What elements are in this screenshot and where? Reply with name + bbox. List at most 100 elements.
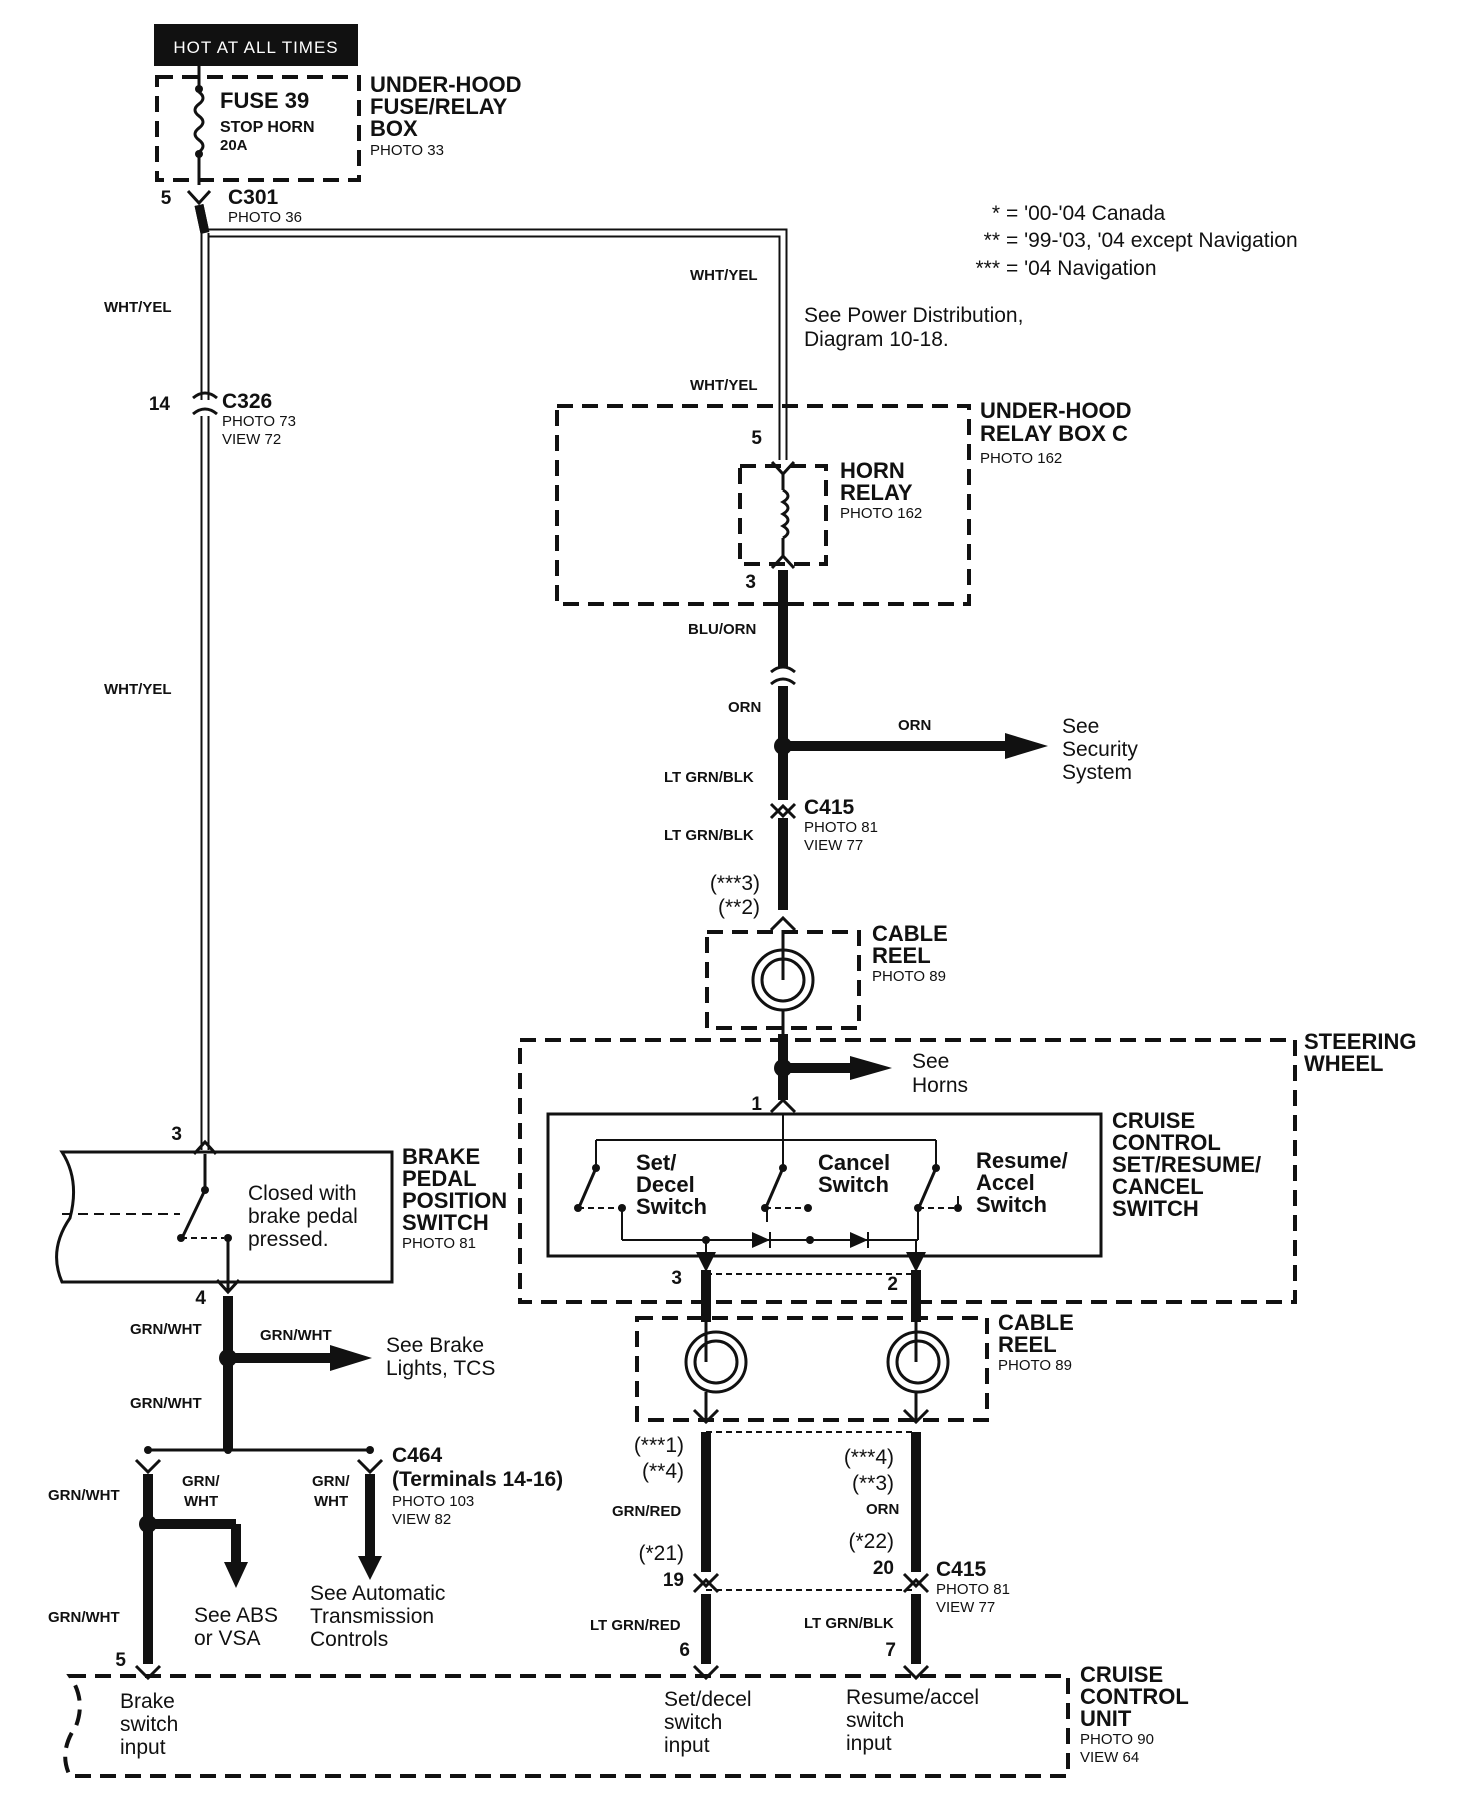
svg-text:C464: C464: [392, 1444, 443, 1467]
svg-text:(***1): (***1): [634, 1434, 684, 1457]
svg-text:CANCEL: CANCEL: [1112, 1174, 1204, 1199]
svg-text:Lights, TCS: Lights, TCS: [386, 1357, 495, 1380]
svg-text:C415: C415: [936, 1558, 987, 1581]
svg-text:2: 2: [887, 1274, 898, 1295]
steering-wheel: STEERING WHEEL See Horns 1: [518, 1029, 1416, 1304]
svg-text:Set/decel: Set/decel: [664, 1688, 752, 1711]
svg-text:switch: switch: [664, 1711, 722, 1734]
svg-text:PHOTO 33: PHOTO 33: [370, 142, 444, 159]
svg-text:Controls: Controls: [310, 1628, 388, 1651]
svg-text:GRN/WHT: GRN/WHT: [48, 1609, 120, 1626]
svg-text:LT GRN/RED: LT GRN/RED: [590, 1617, 681, 1634]
svg-text:input: input: [846, 1732, 892, 1755]
svg-text:(**2): (**2): [718, 896, 760, 919]
svg-text:See: See: [1062, 715, 1099, 738]
svg-text:C301: C301: [228, 186, 279, 209]
svg-text:See: See: [912, 1050, 949, 1073]
svg-text:PHOTO 89: PHOTO 89: [998, 1357, 1072, 1374]
svg-text:WHT: WHT: [184, 1493, 218, 1510]
svg-text:WHT/YEL: WHT/YEL: [104, 681, 172, 698]
svg-text:CRUISE: CRUISE: [1112, 1108, 1195, 1133]
svg-text:STOP HORN: STOP HORN: [220, 119, 315, 136]
svg-text:C415: C415: [804, 796, 855, 819]
svg-text:Security: Security: [1062, 738, 1138, 761]
svg-text:Resume/accel: Resume/accel: [846, 1686, 979, 1709]
svg-text:Transmission: Transmission: [310, 1605, 434, 1628]
svg-text:RELAY BOX C: RELAY BOX C: [980, 421, 1128, 446]
svg-text:ORN: ORN: [866, 1501, 899, 1518]
svg-text:3: 3: [745, 572, 756, 593]
hot-at-all-times-label: HOT AT ALL TIMES: [154, 24, 358, 66]
svg-text:3: 3: [171, 1124, 182, 1145]
cruise-control-set-resume-cancel-switch: CRUISE CONTROL SET/RESUME/ CANCEL SWITCH: [546, 1108, 1261, 1295]
svg-text:C326: C326: [222, 390, 272, 413]
svg-text:input: input: [120, 1736, 166, 1759]
svg-text:Cancel: Cancel: [818, 1150, 890, 1175]
svg-text:VIEW 82: VIEW 82: [392, 1511, 451, 1528]
connector-c415-lower: (*21) 19 (*22) 20 C415 PHOTO 81 VIEW 77 …: [590, 1530, 1010, 1664]
svg-text:4: 4: [195, 1288, 206, 1309]
svg-text:SET/RESUME/: SET/RESUME/: [1112, 1152, 1261, 1177]
svg-text:Horns: Horns: [912, 1074, 968, 1097]
fuse-icon: [193, 90, 205, 154]
svg-text:(Terminals 14-16): (Terminals 14-16): [392, 1468, 563, 1491]
svg-text:SWITCH: SWITCH: [402, 1210, 489, 1235]
svg-text:Decel: Decel: [636, 1172, 695, 1197]
svg-text:*: *: [992, 202, 1000, 225]
relay-coil-icon: [780, 488, 790, 540]
svg-text:Switch: Switch: [976, 1192, 1047, 1217]
svg-text:3: 3: [671, 1268, 682, 1289]
svg-text:14: 14: [149, 394, 171, 415]
svg-text:REEL: REEL: [872, 943, 931, 968]
svg-text:PHOTO 81: PHOTO 81: [804, 819, 878, 836]
svg-text:Closed with: Closed with: [248, 1182, 357, 1205]
svg-text:PEDAL: PEDAL: [402, 1166, 477, 1191]
svg-text:RELAY: RELAY: [840, 480, 913, 505]
svg-text:(*21): (*21): [638, 1542, 684, 1565]
cable-reel-coil-icon: [684, 1330, 748, 1394]
connector-c415-upper: C415 PHOTO 81 VIEW 77 LT GRN/BLK (***3) …: [664, 796, 878, 919]
svg-text:ORN: ORN: [898, 717, 931, 734]
svg-text:20A: 20A: [220, 137, 248, 154]
svg-text:WHT/YEL: WHT/YEL: [690, 377, 758, 394]
svg-text:(***4): (***4): [844, 1446, 894, 1469]
svg-text:GRN/: GRN/: [182, 1473, 220, 1490]
svg-text:PHOTO 162: PHOTO 162: [840, 505, 922, 522]
svg-text:= '00-'04 Canada: = '00-'04 Canada: [1006, 202, 1166, 225]
svg-text:Switch: Switch: [636, 1194, 707, 1219]
svg-text:HOT AT ALL TIMES: HOT AT ALL TIMES: [173, 38, 338, 57]
svg-text:CABLE: CABLE: [998, 1310, 1074, 1335]
resume-accel-switch-icon: [918, 1167, 938, 1206]
svg-text:GRN/WHT: GRN/WHT: [130, 1321, 202, 1338]
svg-text:20: 20: [873, 1558, 894, 1579]
svg-text:UNIT: UNIT: [1080, 1706, 1132, 1731]
svg-text:1: 1: [751, 1094, 762, 1115]
svg-text:HORN: HORN: [840, 458, 905, 483]
svg-text:VIEW 77: VIEW 77: [936, 1599, 995, 1616]
svg-text:STEERING: STEERING: [1304, 1029, 1416, 1054]
svg-text:5: 5: [161, 188, 172, 209]
connector-c464: C464 (Terminals 14-16) PHOTO 103 VIEW 82…: [48, 1444, 563, 1671]
horn-relay: HORN RELAY PHOTO 162: [738, 458, 922, 570]
svg-text:PHOTO 103: PHOTO 103: [392, 1493, 474, 1510]
svg-text:Diagram 10-18.: Diagram 10-18.: [804, 328, 949, 351]
svg-text:See ABS: See ABS: [194, 1604, 278, 1627]
svg-text:(**3): (**3): [852, 1472, 894, 1495]
svg-text:input: input: [664, 1734, 710, 1757]
svg-text:Brake: Brake: [120, 1690, 175, 1713]
wire-wht-yel: [194, 204, 788, 1150]
svg-text:See Brake: See Brake: [386, 1334, 484, 1357]
svg-text:UNDER-HOOD: UNDER-HOOD: [370, 72, 522, 97]
under-hood-relay-box-c: UNDER-HOOD RELAY BOX C PHOTO 162 5 3: [555, 398, 1132, 606]
svg-text:CRUISE: CRUISE: [1080, 1662, 1163, 1687]
svg-text:REEL: REEL: [998, 1332, 1057, 1357]
svg-text:ORN: ORN: [728, 699, 761, 716]
svg-text:SWITCH: SWITCH: [1112, 1196, 1199, 1221]
svg-text:WHT/YEL: WHT/YEL: [104, 299, 172, 316]
svg-text:or VSA: or VSA: [194, 1627, 261, 1650]
svg-text:GRN/WHT: GRN/WHT: [260, 1327, 332, 1344]
svg-text:UNDER-HOOD: UNDER-HOOD: [980, 398, 1132, 423]
svg-text:Accel: Accel: [976, 1170, 1035, 1195]
svg-text:VIEW 64: VIEW 64: [1080, 1749, 1139, 1766]
